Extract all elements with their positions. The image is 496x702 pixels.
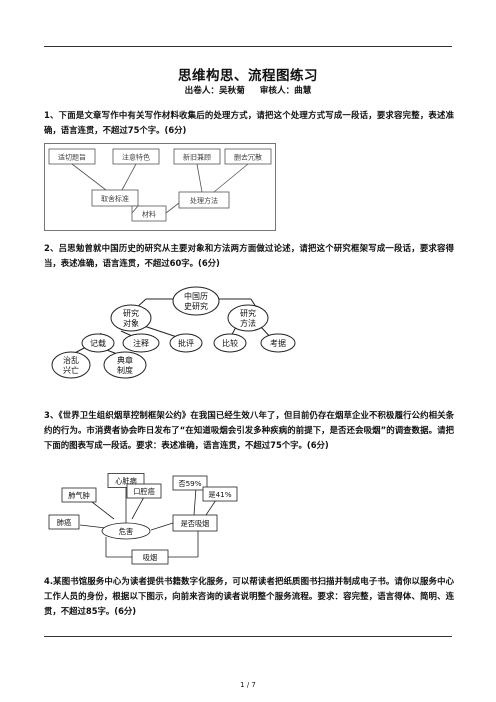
q2-node-n3 bbox=[169, 333, 203, 353]
question-1-diagram: 适切题旨 注意特色 新旧兼顾 删去冗散 取舍标准 材料 处理方法 bbox=[44, 143, 276, 231]
q3-box-yes bbox=[202, 486, 238, 502]
question-3-diagram: 心脏病 肺气肿 口腔癌 肺癌 危害 否59% 是41% 是否吸烟 吸烟 bbox=[46, 473, 246, 565]
q2-node-method bbox=[227, 304, 269, 332]
q2-n4-label: 比较 bbox=[222, 338, 238, 348]
question-1-text: 1、下面是文章写作中有关写作材料收集后的处理方式，请把这个处理方式写成一段话，要… bbox=[44, 110, 454, 135]
q3-box-lung bbox=[61, 487, 97, 503]
question-2-text: 2、吕思勉曾就中国历史的研究从主要对象和方法两方面做过论述，请把这个研究框架写成… bbox=[44, 243, 454, 268]
q2-n1-label: 记载 bbox=[90, 338, 106, 348]
q3-no-label: 否59% bbox=[178, 479, 201, 488]
q1-box-3-label: 新旧兼顾 bbox=[183, 153, 211, 162]
q2-n1b-line2: 制度 bbox=[117, 365, 133, 375]
q2-n1a-line2: 兴亡 bbox=[63, 365, 79, 375]
question-2-diagram: 中国历 史研究 研究 对象 研究 方法 记载 注释 批评 比较 考据 治乱 兴亡… bbox=[46, 285, 416, 379]
q2-node-n4 bbox=[213, 333, 247, 353]
q1-box-2-label: 注意特色 bbox=[122, 153, 150, 162]
q2-n3-label: 批评 bbox=[178, 338, 194, 348]
q3-lung-label: 肺气肿 bbox=[68, 491, 90, 500]
q3-box-whether bbox=[172, 514, 218, 532]
q3-cancer-label: 肺癌 bbox=[57, 518, 71, 527]
q3-chart: 心脏病 肺气肿 口腔癌 肺癌 危害 否59% 是41% 是否吸烟 吸烟 bbox=[48, 473, 238, 565]
page-number: 1 / 7 bbox=[240, 681, 256, 689]
q3-box-cancer bbox=[48, 514, 80, 530]
q3-mouth-label: 口腔癌 bbox=[133, 487, 155, 496]
question-4-text: 4.某图书馆服务中心为读者提供书籍数字化服务，可以帮读者把纸质图书扫描并制成电子… bbox=[44, 576, 454, 616]
q1-box-6-label: 材料 bbox=[142, 210, 156, 219]
q2-n1b-line1: 典章 bbox=[117, 355, 133, 365]
q2-node-n1 bbox=[81, 333, 115, 353]
q2-node-n5 bbox=[260, 333, 296, 353]
q2-node-object bbox=[110, 304, 152, 332]
q1-box-6 bbox=[131, 205, 167, 222]
setter-label: 出卷人：吴秋菊 bbox=[184, 86, 245, 96]
q3-harm-label: 危害 bbox=[119, 527, 133, 536]
q3-line-no bbox=[193, 487, 197, 516]
q2-n5-label: 考据 bbox=[270, 338, 286, 348]
q1-line-1 bbox=[71, 163, 107, 191]
q2-root-line2: 史研究 bbox=[184, 301, 208, 311]
q1-flowchart: 适切题旨 注意特色 新旧兼顾 删去冗散 取舍标准 材料 处理方法 bbox=[44, 143, 276, 231]
q2-node-n2 bbox=[122, 333, 160, 353]
q3-box-smoke bbox=[131, 549, 169, 565]
q3-box-mouth bbox=[126, 483, 162, 499]
q2-object-line1: 研究 bbox=[123, 308, 139, 318]
header-rule bbox=[44, 46, 452, 47]
q3-line-cancer bbox=[79, 524, 107, 529]
q1-line-3 bbox=[196, 163, 203, 193]
q3-smoke-label: 吸烟 bbox=[143, 553, 157, 562]
q1-box-7-label: 处理方法 bbox=[190, 196, 218, 205]
q3-whether-label: 是否吸烟 bbox=[181, 519, 210, 528]
q2-root-line1: 中国历 bbox=[184, 291, 208, 301]
q3-line-mouth bbox=[131, 496, 145, 520]
q1-box-5-label: 取舍标准 bbox=[101, 194, 129, 203]
q2-n1a-line1: 治乱 bbox=[63, 355, 79, 365]
q1-box-7 bbox=[178, 191, 230, 209]
q2-node-n1a bbox=[51, 351, 91, 379]
q3-line-lung bbox=[91, 501, 115, 520]
reviewer-label: 审核人：曲慧 bbox=[259, 86, 312, 96]
q3-yes-label: 是41% bbox=[208, 490, 231, 499]
q3-node-harm bbox=[101, 522, 151, 540]
q2-object-line2: 对象 bbox=[123, 318, 139, 328]
q1-box-4-label: 删去冗散 bbox=[234, 153, 262, 162]
q2-tree: 中国历 史研究 研究 对象 研究 方法 记载 注释 批评 比较 考据 治乱 兴亡… bbox=[51, 286, 296, 379]
page-title: 思维构思、流程图练习 bbox=[178, 68, 318, 84]
q3-heart-label: 心脏病 bbox=[115, 477, 137, 486]
q1-line-2 bbox=[121, 163, 137, 191]
q1-line-4 bbox=[213, 163, 249, 193]
q2-method-line2: 方法 bbox=[240, 318, 256, 328]
authors-line: 出卷人：吴秋菊 审核人：曲慧 bbox=[0, 84, 496, 96]
q3-box-no bbox=[172, 475, 208, 491]
q2-node-root bbox=[172, 286, 220, 316]
q2-node-n1b bbox=[103, 351, 147, 379]
q1-line-6 bbox=[165, 202, 180, 214]
q3-line-yes bbox=[205, 499, 217, 516]
question-3-text: 3、《世界卫生组织烟草控制框架公约》在我国已经生效八年了，但目前仍存在烟草企业不… bbox=[44, 410, 454, 450]
q2-method-line1: 研究 bbox=[240, 308, 256, 318]
q1-box-1-label: 适切题旨 bbox=[58, 153, 86, 162]
q1-line-5 bbox=[131, 205, 139, 214]
footer-rule bbox=[44, 636, 452, 637]
q3-line-harm-whether bbox=[150, 522, 174, 531]
q2-n2-label: 注释 bbox=[133, 338, 149, 348]
q1-box-5 bbox=[91, 189, 139, 207]
